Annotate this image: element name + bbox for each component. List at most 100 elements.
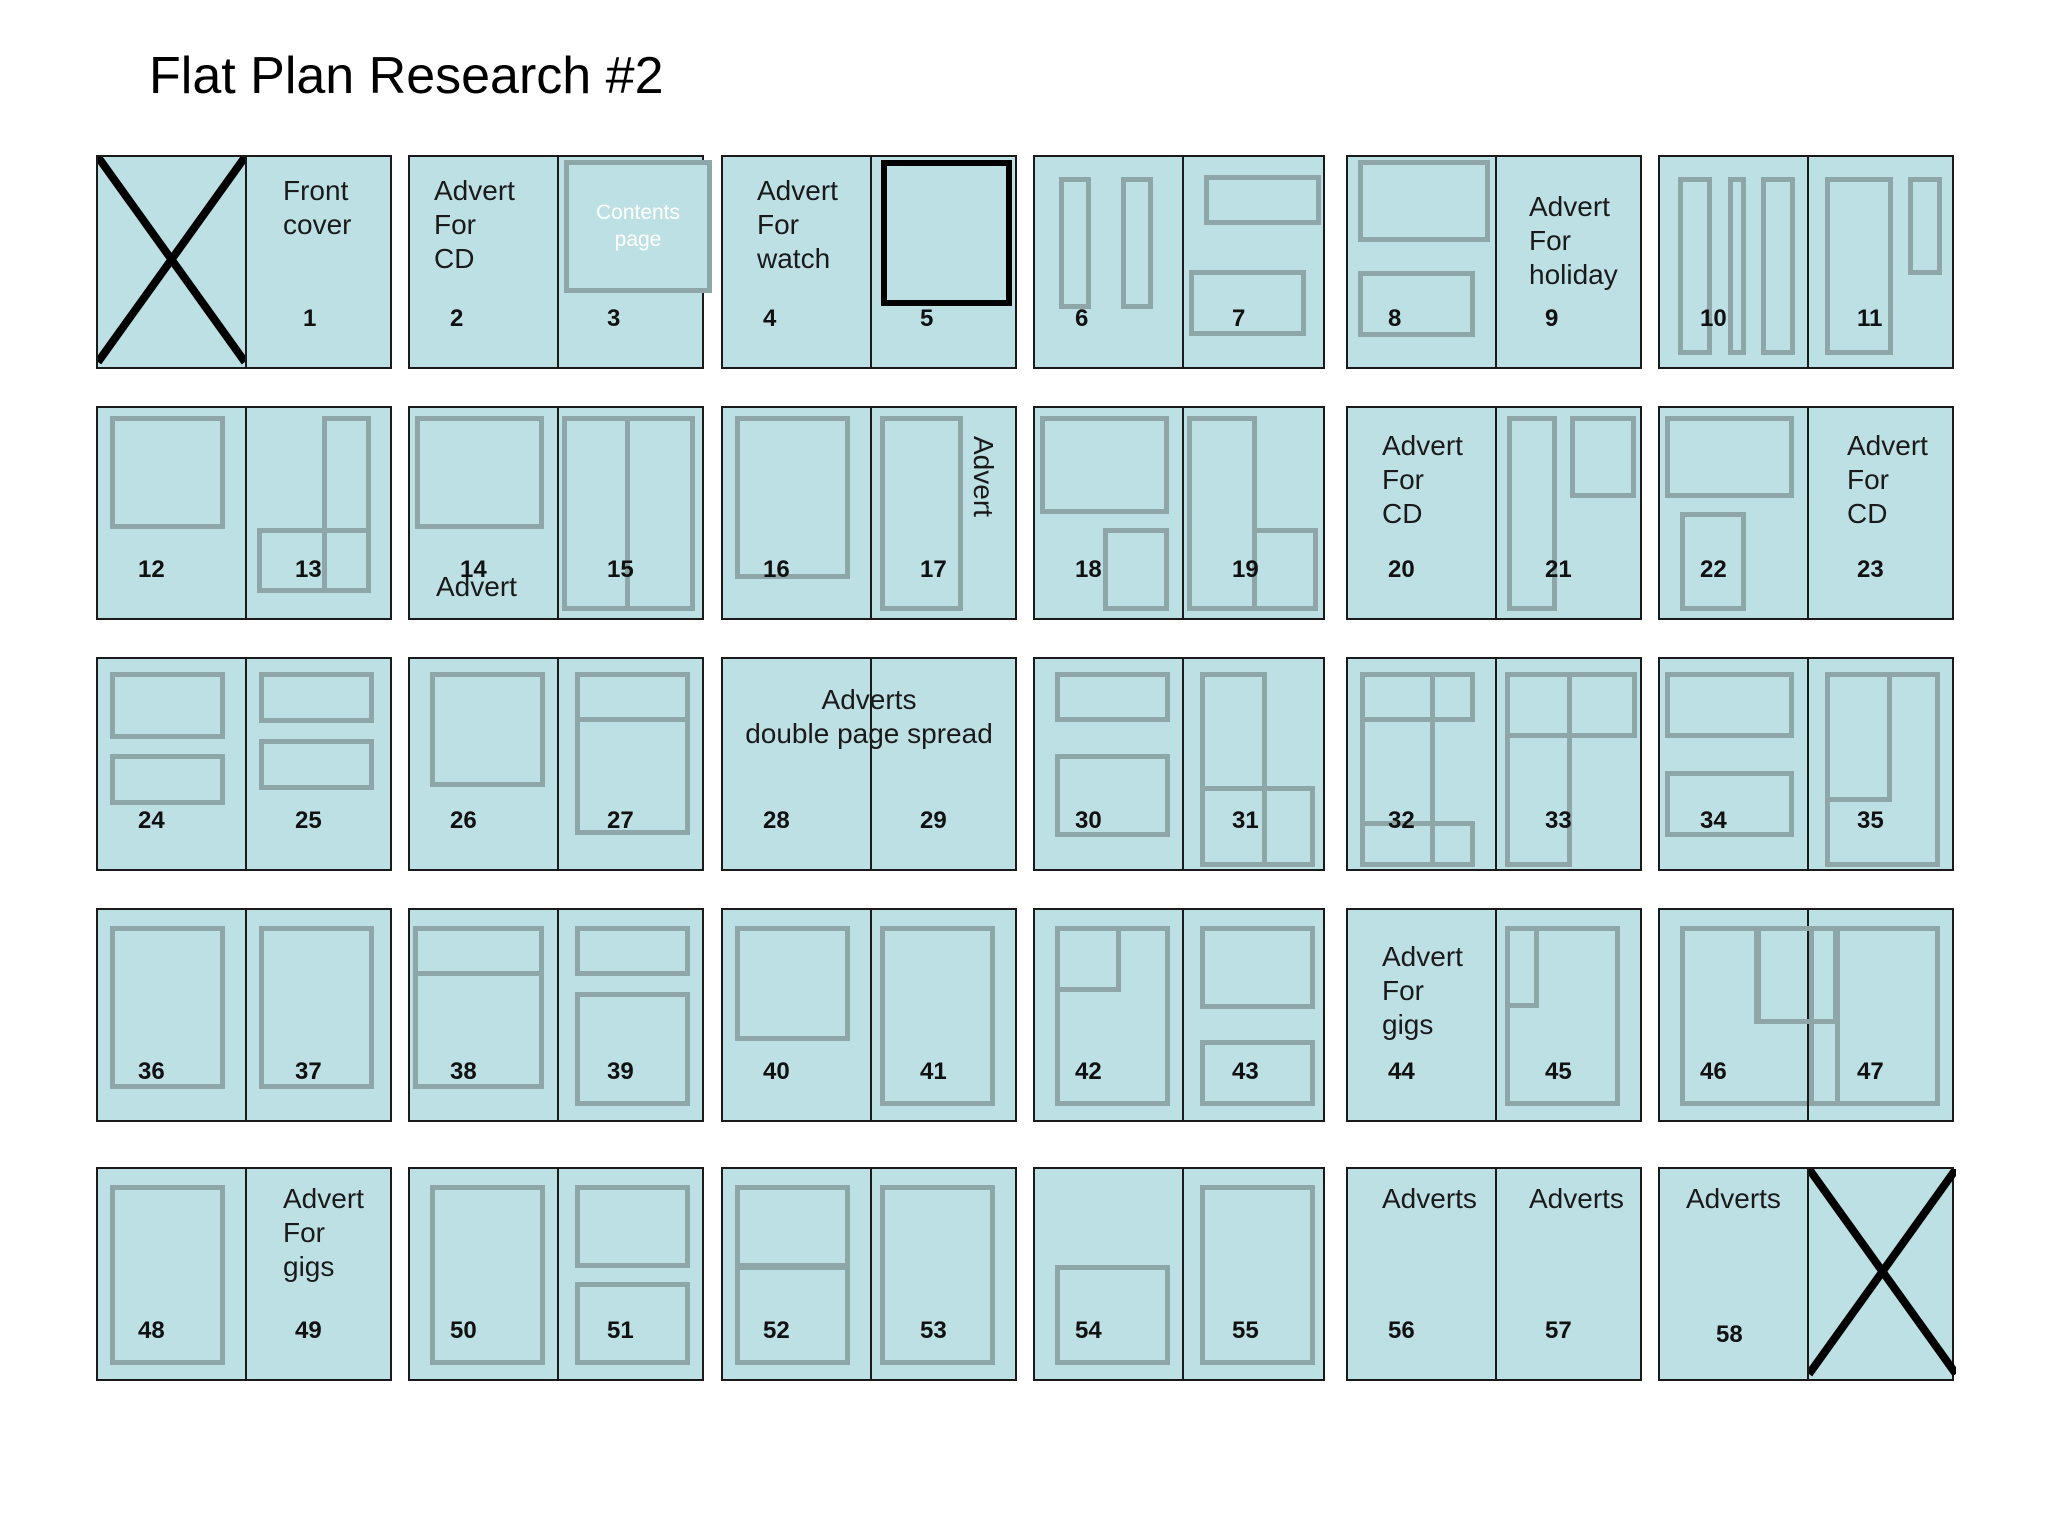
page-38: 38 — [410, 910, 557, 1120]
page-7: 7 — [1182, 157, 1329, 367]
content-placeholder-box — [881, 160, 1012, 306]
page-8: 8 — [1348, 157, 1495, 367]
page-number: 36 — [138, 1058, 165, 1085]
page-number: 39 — [607, 1058, 634, 1085]
page-label: Advert For holiday — [1529, 191, 1618, 290]
content-placeholder-box — [575, 1282, 690, 1365]
content-placeholder-box — [415, 416, 544, 529]
content-placeholder-box — [110, 1185, 225, 1365]
page-5: 5 — [870, 157, 1017, 367]
page-number: 16 — [763, 556, 790, 583]
page-32: 32 — [1348, 659, 1495, 869]
page-number: 51 — [607, 1317, 634, 1344]
page-6: 6 — [1035, 157, 1182, 367]
content-placeholder-box — [430, 1185, 545, 1365]
page-number: 40 — [763, 1058, 790, 1085]
page-number: 12 — [138, 556, 165, 583]
page-52: 52 — [723, 1169, 870, 1379]
page-left-blank — [98, 157, 245, 367]
content-placeholder-box — [1055, 926, 1121, 992]
content-placeholder-box — [1200, 786, 1315, 867]
page-number: 57 — [1545, 1317, 1572, 1344]
page-33: 33 — [1495, 659, 1642, 869]
content-placeholder-box — [257, 528, 371, 593]
content-placeholder-box — [259, 926, 374, 1089]
page-34: 34 — [1660, 659, 1807, 869]
page-number: 7 — [1232, 305, 1246, 332]
content-placeholder-box — [1908, 177, 1942, 275]
page-45: 45 — [1495, 910, 1642, 1120]
content-placeholder-box — [735, 1265, 850, 1365]
content-placeholder-box — [1756, 926, 1840, 1024]
content-placeholder-box — [880, 1185, 995, 1365]
content-placeholder-box — [110, 416, 225, 529]
page-number: 55 — [1232, 1317, 1259, 1344]
page-spread: 28 29 Adverts double page spread — [721, 657, 1017, 871]
page-number: 42 — [1075, 1058, 1102, 1085]
content-placeholder-box — [1204, 175, 1321, 225]
page-label: Advert — [436, 571, 517, 602]
page-13: 13 — [245, 408, 392, 618]
page-number: 30 — [1075, 807, 1102, 834]
content-placeholder-box — [413, 926, 544, 976]
page-number: 28 — [763, 807, 790, 834]
page-number: 19 — [1232, 556, 1259, 583]
page-53: 53 — [870, 1169, 1017, 1379]
page-number: 15 — [607, 556, 634, 583]
crossed-out-page-icon — [1809, 1169, 1956, 1377]
content-placeholder-box — [1680, 512, 1746, 611]
page-number: 3 — [607, 305, 621, 332]
page-label: Front cover — [283, 175, 352, 240]
page-number: 10 — [1700, 305, 1727, 332]
page-number: 18 — [1075, 556, 1102, 583]
page-12: 12 — [98, 408, 245, 618]
page-label: Adverts — [1529, 1183, 1624, 1214]
page-title: Flat Plan Research #2 — [149, 47, 664, 105]
content-placeholder-box — [1360, 821, 1475, 867]
page-42: 42 — [1035, 910, 1182, 1120]
content-placeholder-box — [1252, 528, 1318, 611]
page-55: 55 — [1182, 1169, 1329, 1379]
content-placeholder-box — [1570, 416, 1636, 498]
page-number: 53 — [920, 1317, 947, 1344]
cross-line — [98, 157, 245, 365]
content-placeholder-box — [1059, 177, 1091, 309]
page-number: 29 — [920, 807, 947, 834]
page-18: 18 — [1035, 408, 1182, 618]
content-placeholder-box — [1187, 416, 1257, 611]
page-number: 31 — [1232, 807, 1259, 834]
page-number: 25 — [295, 807, 322, 834]
page-label: Adverts — [1686, 1183, 1781, 1214]
page-50: 50 — [410, 1169, 557, 1379]
content-placeholder-box — [1678, 177, 1712, 355]
content-placeholder-box — [110, 754, 225, 805]
page-number: 13 — [295, 556, 322, 583]
page-number: 11 — [1857, 305, 1883, 332]
page-number: 50 — [450, 1317, 477, 1344]
page-number: 41 — [920, 1058, 947, 1085]
page-number: 26 — [450, 807, 477, 834]
spread-label: Adverts double page spread — [745, 684, 993, 749]
page-22: 22 — [1660, 408, 1807, 618]
content-placeholder-box — [1200, 1185, 1315, 1365]
content-placeholder-box — [110, 672, 225, 739]
content-placeholder-box — [259, 672, 374, 723]
page-number: 56 — [1388, 1317, 1415, 1344]
content-placeholder-box — [1040, 416, 1169, 514]
